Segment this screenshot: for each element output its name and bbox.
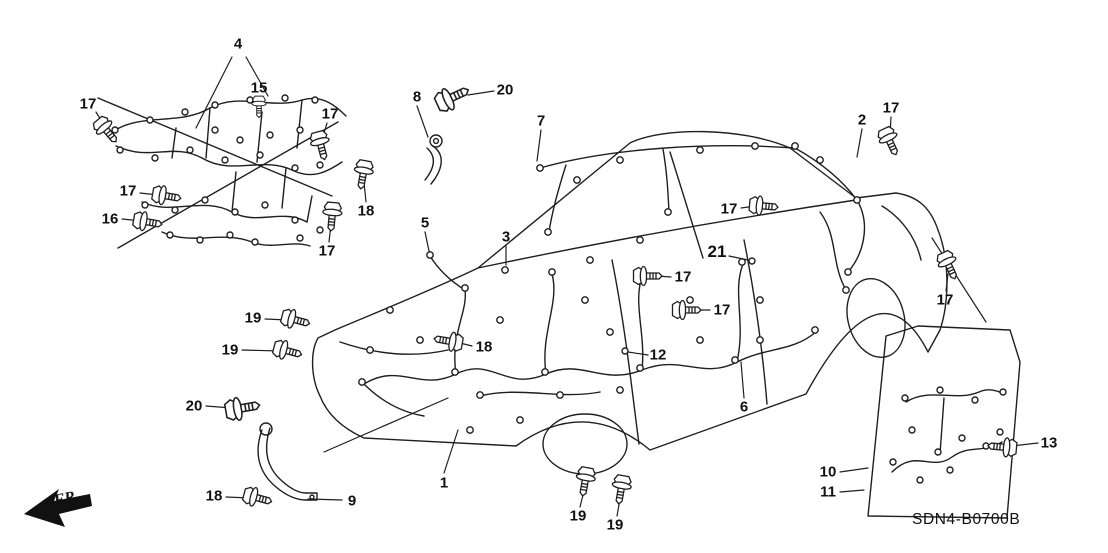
callout-21: 21 xyxy=(707,242,727,261)
engine-harness-cluster xyxy=(97,94,347,249)
callout-6: 6 xyxy=(739,398,749,416)
callout-18: 18 xyxy=(205,487,223,505)
callout-16: 16 xyxy=(101,210,119,228)
callout-17: 17 xyxy=(79,95,97,113)
callout-3: 3 xyxy=(501,228,511,246)
callout-8: 8 xyxy=(412,88,422,106)
callout-19: 19 xyxy=(569,507,587,525)
callout-20: 20 xyxy=(496,81,514,99)
callout-17: 17 xyxy=(119,182,137,200)
callout-11: 11 xyxy=(820,483,836,501)
callout-18: 18 xyxy=(357,202,375,220)
diagram-code: SDN4-B0700B xyxy=(912,511,1021,528)
bolt-icon xyxy=(985,435,1019,460)
callout-17: 17 xyxy=(674,268,692,286)
callout-17: 17 xyxy=(882,99,900,117)
callout-15: 15 xyxy=(250,79,268,97)
bolt-icon xyxy=(607,472,634,507)
callout-2: 2 xyxy=(857,111,867,129)
callout-5: 5 xyxy=(420,214,430,232)
callout-17: 17 xyxy=(720,200,738,218)
rear-wheel xyxy=(846,277,906,359)
grommet-tube-part xyxy=(257,422,318,501)
bolt-icon xyxy=(278,305,315,335)
bolt-icon xyxy=(671,299,703,321)
bolt-icon xyxy=(571,464,598,499)
bolt-icon xyxy=(306,128,336,165)
callout-17: 17 xyxy=(936,291,954,309)
bolt-icon xyxy=(251,95,268,119)
bolt-icon xyxy=(873,123,906,161)
bolt-icon xyxy=(130,208,165,235)
callout-9: 9 xyxy=(347,492,357,510)
callout-10: 10 xyxy=(819,463,837,481)
ground-cable-part xyxy=(424,134,443,185)
callout-17: 17 xyxy=(713,301,731,319)
callout-17: 17 xyxy=(318,242,336,260)
bolt-icon xyxy=(932,247,965,285)
bolt-icon xyxy=(632,265,664,287)
cabin-harness-lines xyxy=(363,145,866,417)
bolt-icon xyxy=(320,200,345,234)
bolt-icon xyxy=(149,182,184,209)
callout-13: 13 xyxy=(1040,434,1058,452)
leader-lines xyxy=(95,56,1039,517)
callout-12: 12 xyxy=(649,346,667,364)
bolt-icon xyxy=(349,157,376,192)
callout-20: 20 xyxy=(185,397,203,415)
door-panel xyxy=(867,325,1021,519)
bolt-icon xyxy=(430,77,476,117)
bolt-icon xyxy=(430,327,465,354)
bolt-icon xyxy=(240,483,277,513)
callout-19: 19 xyxy=(221,341,239,359)
callout-1: 1 xyxy=(439,474,449,492)
callout-17: 17 xyxy=(321,105,339,123)
connector-dots xyxy=(358,142,861,434)
callout-18: 18 xyxy=(475,338,493,356)
callout-19: 19 xyxy=(606,516,624,534)
callout-19: 19 xyxy=(244,309,262,327)
callout-4: 4 xyxy=(233,35,243,53)
bolt-icon xyxy=(747,194,781,219)
bolt-icon xyxy=(222,392,264,425)
fr-arrow-icon xyxy=(24,489,92,527)
car-body-outline xyxy=(311,130,948,475)
bolt-icon xyxy=(270,336,307,366)
bolt-icon xyxy=(88,112,125,151)
callout-7: 7 xyxy=(536,112,546,130)
